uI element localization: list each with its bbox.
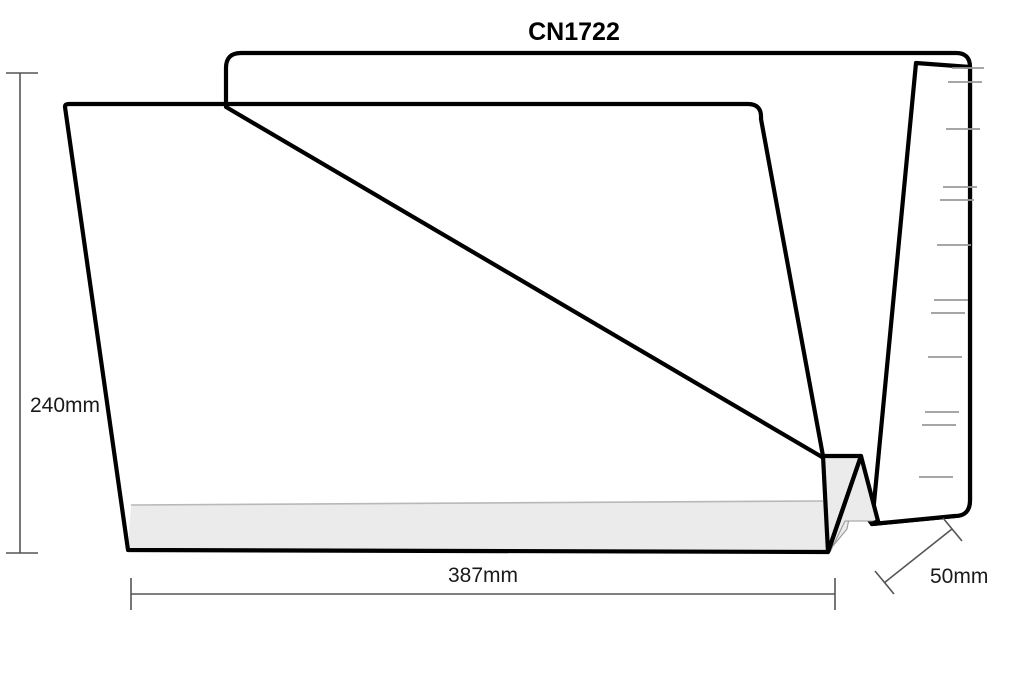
dimension-depth-cap-lower (874, 570, 895, 595)
side-panel-ruler (869, 60, 984, 527)
dimension-depth-label: 50mm (930, 565, 988, 588)
drawing-title: CN1722 (528, 18, 620, 46)
base-band (128, 501, 830, 552)
dimension-depth-cap-upper (942, 517, 963, 542)
dimension-width-label: 387mm (448, 564, 518, 587)
dimension-height: 240mm (6, 72, 100, 554)
gusset-fold-edges (820, 453, 881, 555)
base-band-top-edge (130, 500, 824, 506)
dimension-depth-line (883, 528, 953, 584)
front-panel (62, 101, 864, 555)
back-panel (223, 50, 973, 527)
gusset-to-side-edge (869, 518, 881, 527)
dimension-width: 387mm (130, 564, 836, 610)
dimension-height-label: 240mm (30, 394, 100, 417)
dimension-depth: 50mm (874, 517, 988, 595)
side-panel-face (869, 60, 973, 527)
